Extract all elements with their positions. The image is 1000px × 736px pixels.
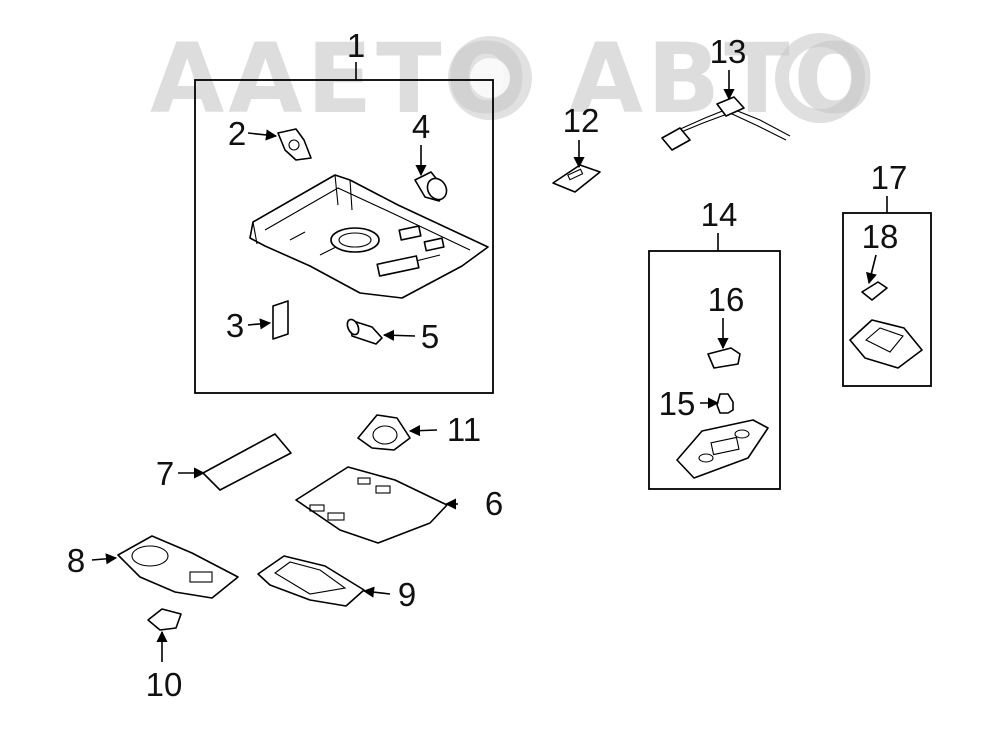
callout-15: 15 <box>659 385 696 422</box>
part-socket-16 <box>707 347 741 369</box>
group-frame-1 <box>194 79 494 394</box>
leader-lines <box>91 70 877 662</box>
part-cover-plate <box>117 535 239 599</box>
part-bracket <box>277 128 312 161</box>
callout-5: 5 <box>421 318 439 355</box>
part-lens <box>272 300 289 340</box>
callout-8: 8 <box>67 542 85 579</box>
callout-13: 13 <box>710 33 747 70</box>
callout-labels: 1 2 3 4 5 6 7 8 9 10 11 12 13 14 15 16 1… <box>67 27 908 703</box>
part-console-housing <box>249 174 489 299</box>
part-map-light <box>357 414 411 451</box>
callout-10: 10 <box>146 666 183 703</box>
part-clip <box>147 608 182 631</box>
callout-11: 11 <box>447 411 481 448</box>
watermark-ring-icon <box>775 33 865 123</box>
callout-12: 12 <box>563 102 600 139</box>
callout-2: 2 <box>228 115 246 152</box>
callout-7: 7 <box>156 455 174 492</box>
part-dome-lamp-assembly <box>676 419 769 479</box>
callout-9: 9 <box>398 576 416 613</box>
part-wire-harness <box>661 96 791 151</box>
callout-16: 16 <box>708 281 745 318</box>
callout-4: 4 <box>412 108 430 145</box>
group-frame-14 <box>648 250 781 490</box>
callout-17: 17 <box>871 159 908 196</box>
callout-14: 14 <box>701 196 738 233</box>
part-bulb-socket <box>414 171 448 202</box>
callout-3: 3 <box>226 307 244 344</box>
watermark-logo: ААЕТО АВТО <box>150 23 875 135</box>
part-bulb-15 <box>716 393 734 414</box>
callout-1: 1 <box>347 27 365 64</box>
callout-18: 18 <box>862 218 899 255</box>
part-bulb <box>346 318 383 345</box>
part-lamp-lens <box>257 555 365 607</box>
part-trim-panel <box>295 466 448 544</box>
part-bulb-18 <box>861 281 888 301</box>
part-reading-lamp <box>552 164 601 193</box>
part-cargo-lamp <box>849 319 923 369</box>
callout-6: 6 <box>485 485 503 522</box>
part-strip <box>202 433 292 491</box>
